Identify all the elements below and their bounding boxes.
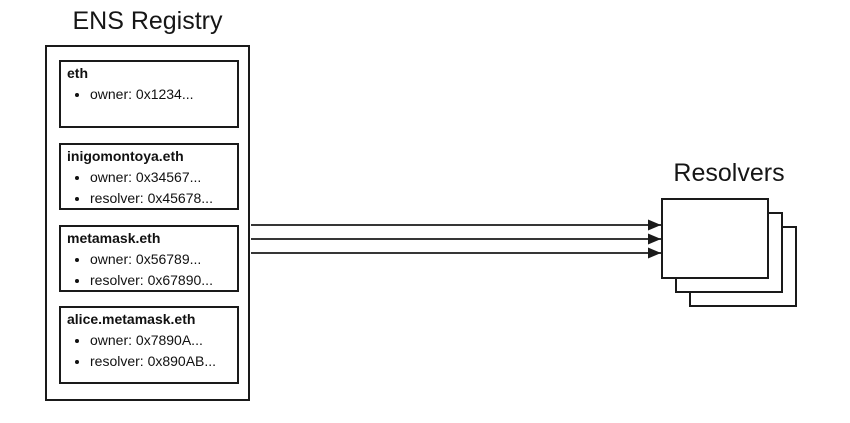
entry-name: metamask.eth bbox=[67, 230, 161, 246]
entry-bullet-resolver: resolver: 0x890AB... bbox=[90, 351, 231, 372]
entry-bullet-owner: owner: 0x1234... bbox=[90, 84, 231, 105]
entry-name: inigomontoya.eth bbox=[67, 148, 184, 164]
resolvers-title: Resolvers bbox=[673, 159, 785, 187]
ens-registry-box: eth owner: 0x1234... inigomontoya.eth ow… bbox=[45, 45, 250, 401]
registry-entry-alice-metamask: alice.metamask.eth owner: 0x7890A... res… bbox=[59, 306, 239, 384]
resolver-stack bbox=[661, 198, 799, 308]
entry-bullet-owner: owner: 0x7890A... bbox=[90, 330, 231, 351]
entry-name: alice.metamask.eth bbox=[67, 311, 196, 327]
entry-bullet-resolver: resolver: 0x67890... bbox=[90, 270, 231, 291]
entry-bullets: owner: 0x56789... resolver: 0x67890... bbox=[67, 249, 231, 291]
entry-bullets: owner: 0x34567... resolver: 0x45678... bbox=[67, 167, 231, 209]
entry-bullet-owner: owner: 0x56789... bbox=[90, 249, 231, 270]
registry-to-resolver-arrows bbox=[251, 219, 661, 259]
entry-name: eth bbox=[67, 65, 88, 81]
entry-bullet-owner: owner: 0x34567... bbox=[90, 167, 231, 188]
resolver-card-front bbox=[661, 198, 769, 279]
entry-bullets: owner: 0x1234... bbox=[67, 84, 231, 105]
registry-entry-eth: eth owner: 0x1234... bbox=[59, 60, 239, 128]
registry-title: ENS Registry bbox=[72, 7, 223, 35]
entry-bullets: owner: 0x7890A... resolver: 0x890AB... bbox=[67, 330, 231, 372]
registry-entry-inigomontoya: inigomontoya.eth owner: 0x34567... resol… bbox=[59, 143, 239, 210]
registry-entry-metamask: metamask.eth owner: 0x56789... resolver:… bbox=[59, 225, 239, 292]
entry-bullet-resolver: resolver: 0x45678... bbox=[90, 188, 231, 209]
